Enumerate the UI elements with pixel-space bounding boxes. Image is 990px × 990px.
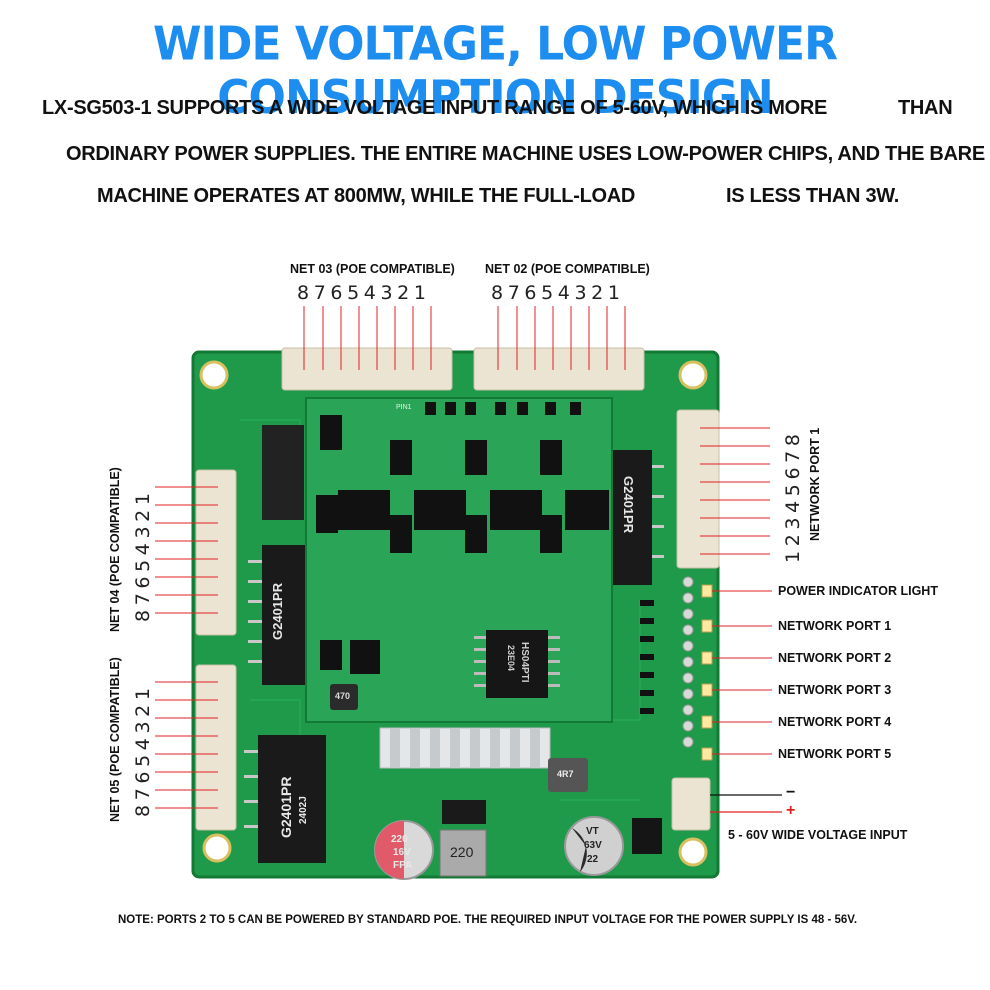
- net03-label: NET 03 (POE COMPATIBLE): [290, 262, 455, 276]
- small-inductor-marking: 470: [335, 691, 351, 701]
- callout-lines-indicators: [712, 590, 772, 755]
- capacitor-right: [564, 816, 624, 876]
- chip-marking-1: G2401PR: [270, 582, 285, 640]
- port1-label: NETWORK PORT 1: [808, 427, 822, 541]
- small-inductor: [330, 684, 358, 710]
- mounting-holes: [199, 360, 708, 867]
- cap-left-marking-b: 16V: [393, 847, 411, 858]
- indicator-network-port-3: NETWORK PORT 3: [778, 683, 892, 697]
- cap-left-marking-c: FPA: [393, 860, 413, 871]
- chip-marking-2-sub: 2402J: [298, 796, 309, 824]
- net05-label: NET 05 (POE COMPATIBLE): [108, 657, 122, 822]
- coil-4r7: [548, 758, 588, 792]
- main-ic-marking-sub: 23E04: [506, 645, 516, 672]
- capacitor-left: [374, 820, 434, 880]
- power-plus-sign: +: [786, 802, 796, 819]
- port1-connector: [676, 409, 720, 569]
- description-line-1a: LX-SG503-1 SUPPORTS A WIDE VOLTAGE INPUT…: [42, 97, 828, 119]
- net02-label: NET 02 (POE COMPATIBLE): [485, 262, 650, 276]
- power-transistor: [632, 818, 662, 854]
- net02-pin-numbers: 87654321: [491, 282, 625, 304]
- callout-lines-left: [155, 486, 218, 809]
- net05-pin-numbers: 87654321: [132, 683, 154, 817]
- chip-marking-3: G2401PR: [621, 476, 636, 534]
- main-ic: [486, 630, 548, 698]
- description-line-1b: THAN: [898, 97, 953, 119]
- transformer-g2401pr-2: [258, 735, 326, 863]
- net04-connector: [195, 469, 237, 636]
- power-connector: [671, 777, 711, 831]
- inductor-220: [439, 829, 487, 877]
- power-input-label: 5 - 60V WIDE VOLTAGE INPUT: [728, 828, 908, 842]
- indicator-network-port-1: NETWORK PORT 1: [778, 619, 892, 633]
- indicator-network-port-5: NETWORK PORT 5: [778, 747, 892, 761]
- coil-marking: 4R7: [557, 769, 574, 779]
- net04-label: NET 04 (POE COMPATIBLE): [108, 467, 122, 632]
- main-ic-marking: HS04PTI: [519, 642, 530, 683]
- net02-connector: [473, 347, 645, 391]
- headline: WIDE VOLTAGE, LOW POWER CONSUMPTION DESI…: [153, 17, 838, 125]
- indicator-network-port-2: NETWORK PORT 2: [778, 651, 892, 665]
- net05-connector: [195, 664, 237, 831]
- indicator-network-port-4: NETWORK PORT 4: [778, 715, 892, 729]
- description-line-2: ORDINARY POWER SUPPLIES. THE ENTIRE MACH…: [66, 143, 985, 165]
- description-line-3b: IS LESS THAN 3W.: [726, 185, 900, 207]
- callout-lines-top: [303, 306, 626, 370]
- indicator-power-light: POWER INDICATOR LIGHT: [778, 584, 938, 598]
- inductor-marking: 220: [450, 844, 474, 860]
- chip-marking-2: G2401PR: [278, 776, 294, 838]
- net03-connector: [281, 347, 453, 391]
- cap-left-marking-a: 220: [391, 834, 408, 845]
- pin1-marking: PIN1: [396, 404, 412, 411]
- power-minus-sign: −: [786, 784, 796, 801]
- net03-pin-numbers: 87654321: [297, 282, 431, 304]
- transformer-net04-top: [262, 425, 304, 520]
- cap-right-marking-a: 22: [587, 854, 599, 865]
- cap-right-marking-b: 63V: [584, 840, 602, 851]
- port1-pin-numbers: 12345678: [782, 429, 804, 563]
- heatsink: [379, 727, 551, 769]
- description-line-3a: MACHINE OPERATES AT 800MW, WHILE THE FUL…: [97, 185, 636, 207]
- footnote: NOTE: PORTS 2 TO 5 CAN BE POWERED BY STA…: [118, 914, 858, 926]
- transformer-g2401pr-3: [610, 450, 652, 585]
- transformer-g2401pr-1: [262, 545, 310, 685]
- cap-right-marking-c: VT: [586, 826, 599, 837]
- callout-lines-right: [700, 427, 770, 555]
- net04-pin-numbers: 87654321: [132, 488, 154, 622]
